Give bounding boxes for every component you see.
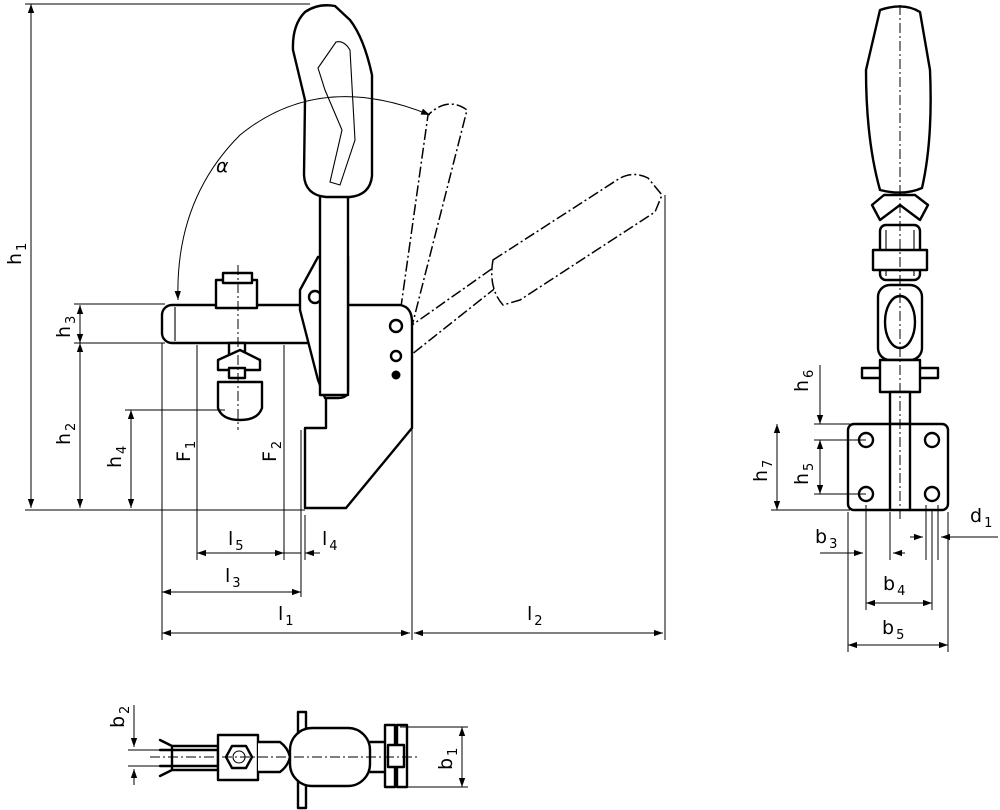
mounting-hole-tr <box>923 431 941 449</box>
label-b1: b1 <box>435 748 461 770</box>
base-pivot-hole <box>388 318 404 334</box>
end-view <box>846 5 950 520</box>
label-h6: h6 <box>791 370 817 392</box>
handle-shaft <box>318 193 350 397</box>
label-h1: h1 <box>4 243 30 265</box>
end-view-yoke <box>870 193 930 222</box>
end-view-spindle <box>883 294 917 350</box>
top-view-pivot-center <box>386 743 406 769</box>
end-view-base-plate <box>846 422 950 512</box>
side-view-dimensions <box>25 3 666 640</box>
svg-text:h1: h1 <box>4 243 30 265</box>
label-h7: h7 <box>750 460 776 482</box>
top-view <box>150 710 420 810</box>
end-view-dimensions <box>771 365 998 652</box>
label-F1: F1 <box>173 441 199 462</box>
top-view-hex-nut <box>224 744 254 770</box>
label-b2: b2 <box>107 706 133 728</box>
top-view-arm <box>158 738 220 778</box>
top-view-dimensions <box>128 705 468 788</box>
alpha-arc <box>174 96 431 301</box>
svg-text:h2: h2 <box>53 423 79 445</box>
svg-text:h3: h3 <box>53 316 79 338</box>
label-h3: h3 <box>53 316 79 338</box>
svg-text:h6: h6 <box>791 370 817 392</box>
svg-text:h7: h7 <box>750 460 776 482</box>
spindle-bolt <box>214 265 264 430</box>
base-rivet-2 <box>391 370 401 380</box>
side-view <box>160 4 663 510</box>
spindle-arm <box>160 303 324 345</box>
svg-text:b1: b1 <box>435 748 461 770</box>
svg-text:F2: F2 <box>259 441 285 462</box>
label-alpha: α <box>216 155 229 177</box>
end-view-lower-link <box>878 358 922 394</box>
label-F2: F2 <box>259 441 285 462</box>
svg-text:h4: h4 <box>104 446 130 468</box>
svg-text:F1: F1 <box>173 441 199 462</box>
label-h2: h2 <box>53 423 79 445</box>
phantom-handle-open <box>404 173 663 356</box>
label-h4: h4 <box>104 446 130 468</box>
mounting-hole-br <box>923 485 941 503</box>
svg-text:b2: b2 <box>107 706 133 728</box>
label-h5: h5 <box>791 463 817 485</box>
base-rivet-1 <box>389 349 403 363</box>
svg-text:h5: h5 <box>791 463 817 485</box>
end-view-grip <box>864 5 932 194</box>
